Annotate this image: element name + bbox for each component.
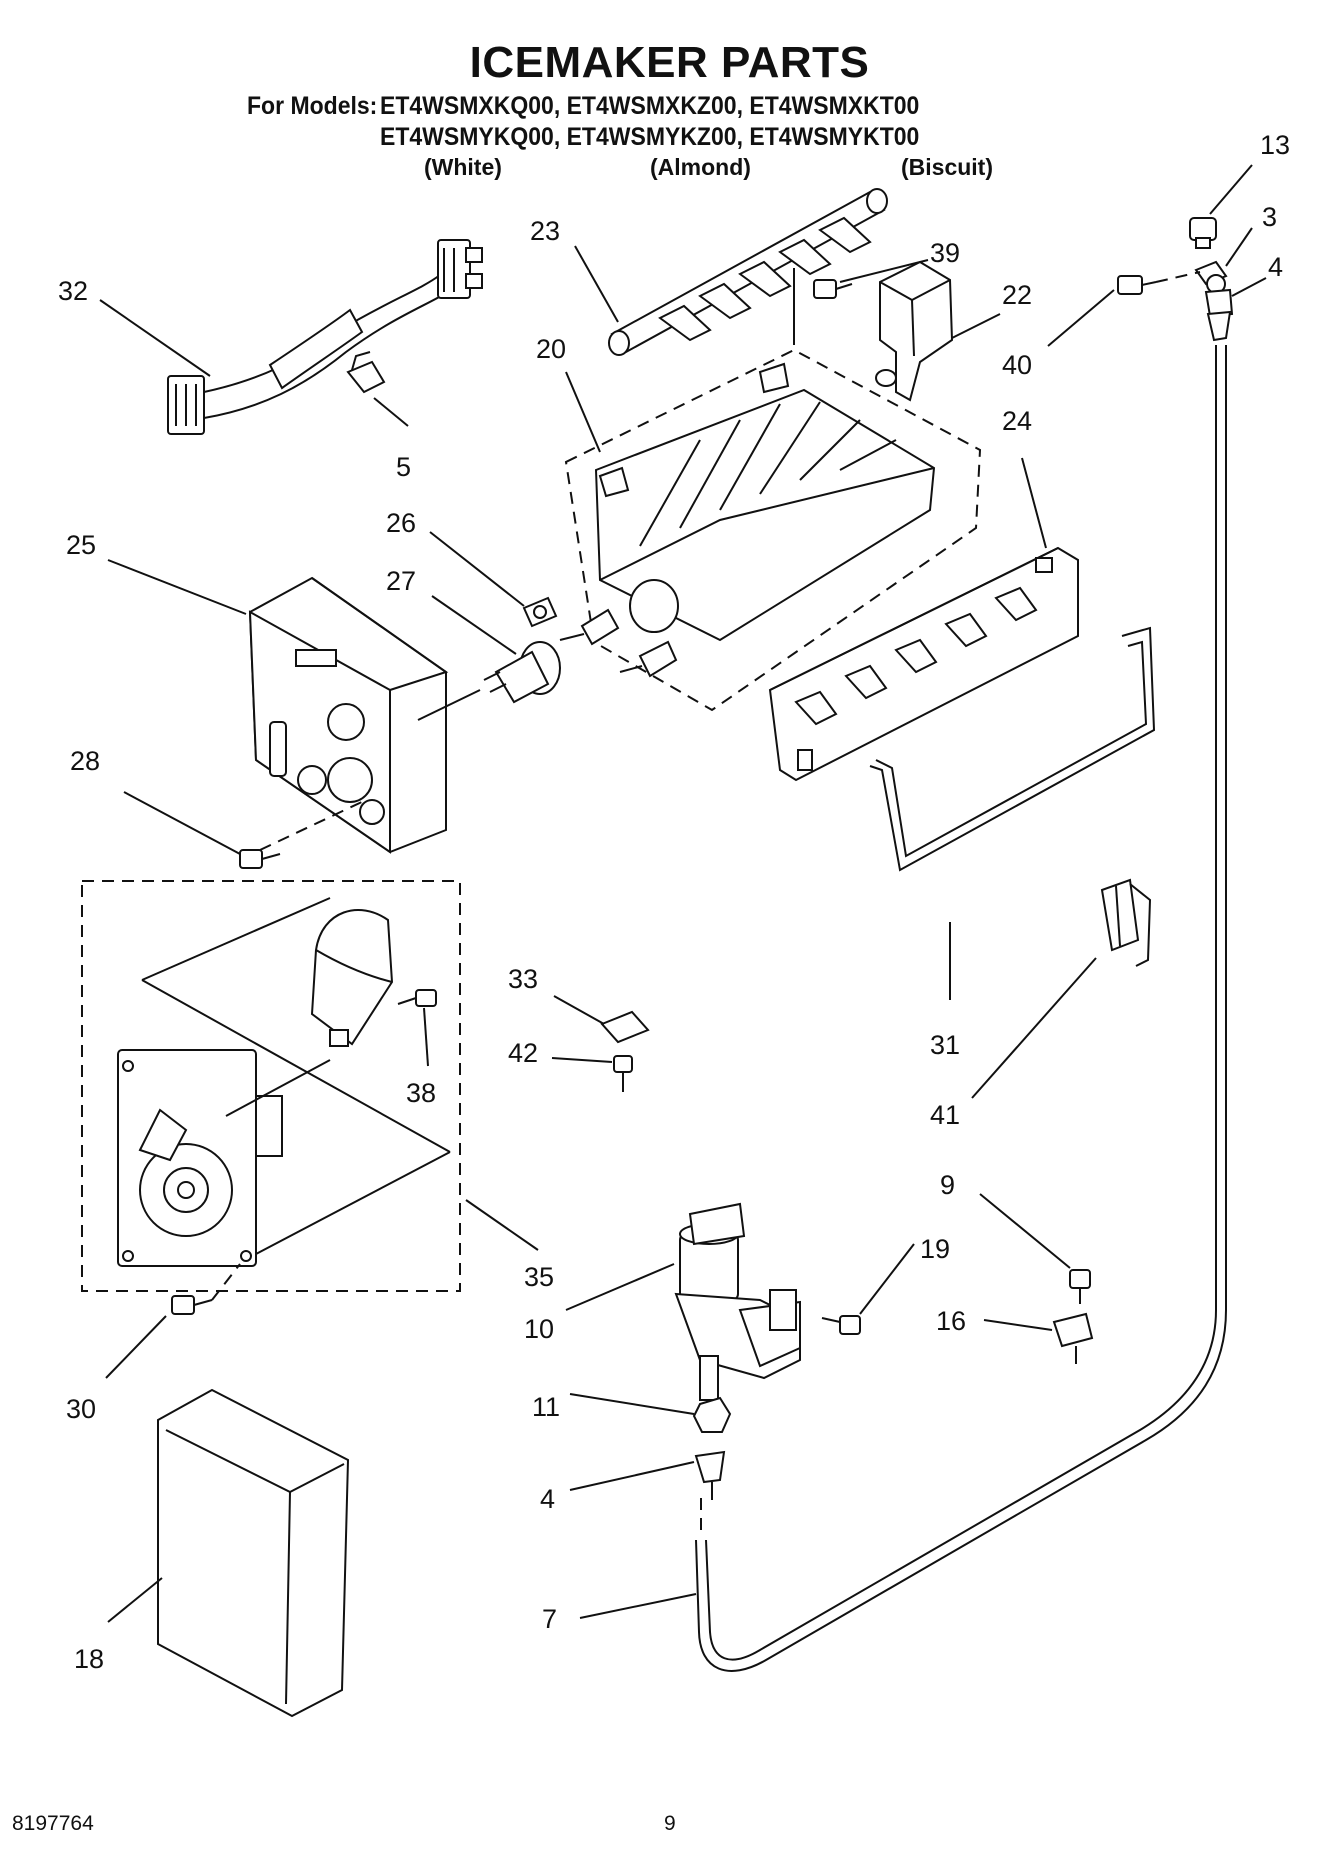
- callout-4-lower: 4: [540, 1484, 555, 1514]
- valve-screw: [821, 1315, 861, 1335]
- ejector-shelf: [768, 546, 1079, 782]
- module-screw: [171, 1263, 241, 1315]
- callout-40: 40: [1002, 350, 1032, 380]
- models-prefix: For Models:: [247, 92, 378, 120]
- callout-35: 35: [524, 1262, 554, 1292]
- ice-mold: [559, 348, 982, 712]
- callout-38: 38: [406, 1078, 436, 1108]
- callout-3: 3: [1262, 202, 1277, 232]
- color-white: (White): [424, 154, 502, 180]
- leader-lines: [99, 164, 1267, 1623]
- callout-33: 33: [508, 964, 538, 994]
- document-number: 8197764: [12, 1812, 94, 1835]
- wiring-harness: [167, 239, 483, 435]
- callout-23: 23: [530, 216, 560, 246]
- callout-42: 42: [508, 1038, 538, 1068]
- callout-20: 20: [536, 334, 566, 364]
- callout-28: 28: [70, 746, 100, 776]
- callout-7: 7: [542, 1604, 557, 1634]
- control-module-group: [81, 880, 461, 1292]
- fill-cup-bracket: [875, 260, 954, 402]
- mold-bearing-clip: [522, 596, 558, 628]
- water-tube: [695, 345, 1227, 1672]
- models-line-2: ET4WSMYKQ00, ET4WSMYKZ00, ET4WSMYKT00: [380, 123, 920, 151]
- callout-25: 25: [66, 530, 96, 560]
- callout-4-upper: 4: [1268, 252, 1283, 282]
- callout-39: 39: [930, 238, 960, 268]
- harness-clip: [346, 351, 386, 394]
- page-title: ICEMAKER PARTS: [469, 38, 870, 87]
- page-number: 9: [664, 1812, 676, 1835]
- callout-9: 9: [940, 1170, 955, 1200]
- callout-5: 5: [396, 452, 411, 482]
- callout-24: 24: [1002, 406, 1032, 436]
- water-inlet-fittings: [1117, 217, 1234, 342]
- clamp-screw: [1069, 1269, 1091, 1304]
- control-housing: [248, 576, 481, 854]
- wire-clip: [1100, 878, 1152, 967]
- motor-screw: [397, 989, 437, 1007]
- housing-screw: [239, 849, 281, 869]
- models-line-1: ET4WSMXKQ00, ET4WSMXKZ00, ET4WSMXKT00: [380, 92, 920, 120]
- color-almond: (Almond): [650, 154, 751, 180]
- tube-bracket: [600, 1010, 650, 1092]
- color-biscuit: (Biscuit): [901, 154, 993, 180]
- shutoff-arm: [869, 626, 1156, 872]
- callout-32: 32: [58, 276, 88, 306]
- callout-13: 13: [1260, 130, 1290, 160]
- callout-11: 11: [532, 1392, 560, 1422]
- callout-19: 19: [920, 1234, 950, 1264]
- fill-cup-screw: [813, 279, 853, 299]
- callout-27: 27: [386, 566, 416, 596]
- callout-41: 41: [930, 1100, 960, 1130]
- callout-16: 16: [936, 1306, 966, 1336]
- callout-18: 18: [74, 1644, 104, 1674]
- callout-31: 31: [930, 1030, 960, 1060]
- ice-bin-cover: [157, 1388, 350, 1718]
- callout-labels: 13 3 4 23 39 22 32 40 20 24 5 26 25 27 2…: [58, 130, 1290, 1674]
- compression-nut: [692, 1396, 732, 1433]
- callout-30: 30: [66, 1394, 96, 1424]
- tube-insert: [694, 1450, 726, 1500]
- tube-clamp: [1052, 1312, 1094, 1364]
- callout-22: 22: [1002, 280, 1032, 310]
- water-valve: [674, 1202, 801, 1401]
- fill-cup: [608, 188, 888, 356]
- callout-26: 26: [386, 508, 416, 538]
- callout-10: 10: [524, 1314, 554, 1344]
- motor-cap: [483, 641, 561, 704]
